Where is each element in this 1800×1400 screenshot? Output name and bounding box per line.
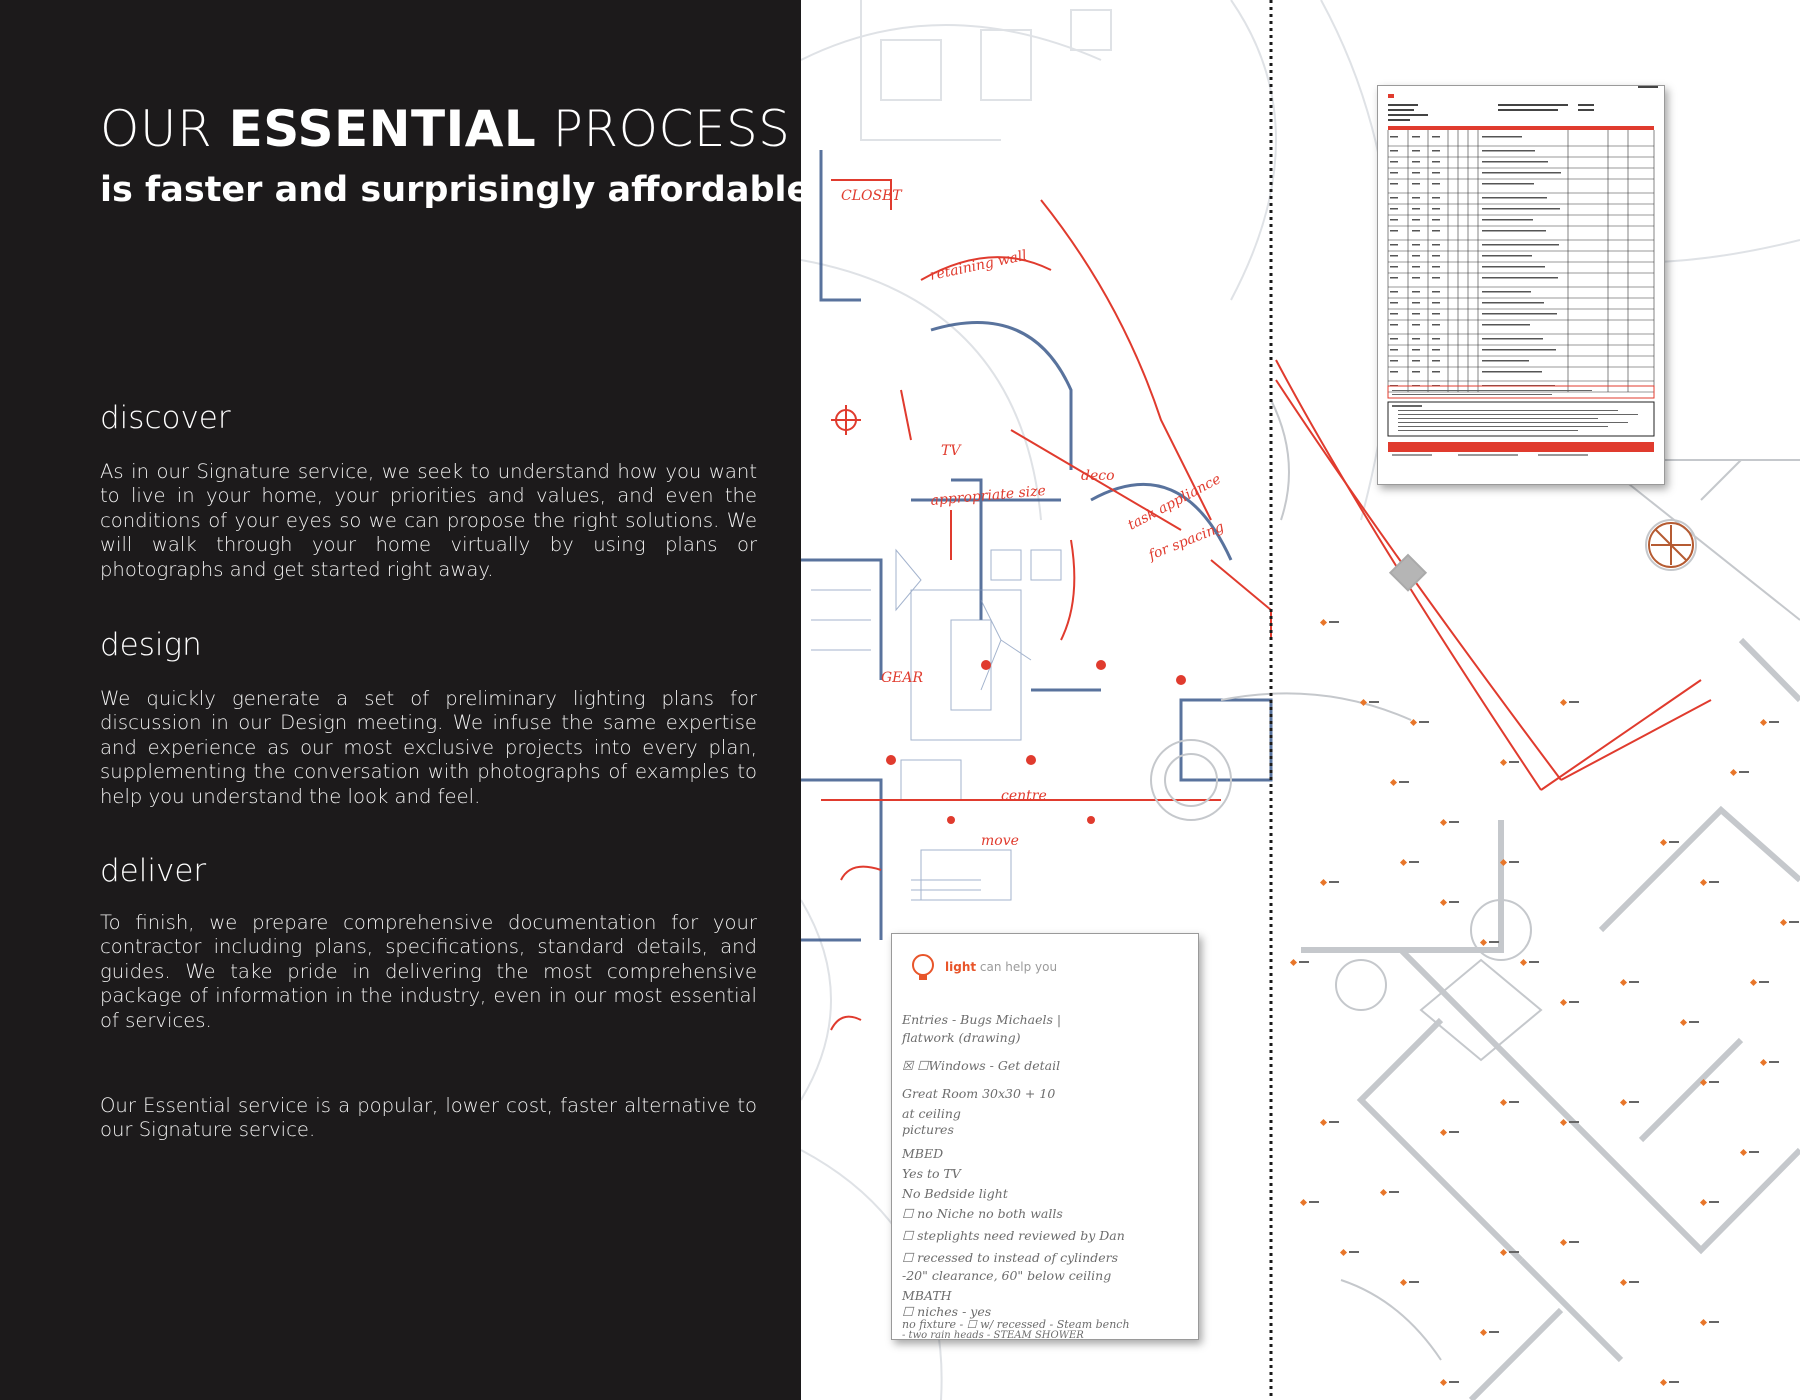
title-emphasis: ESSENTIAL xyxy=(228,100,537,158)
section-title-deliver: deliver xyxy=(100,853,207,889)
note-line: MBATH xyxy=(902,1288,952,1303)
fixture-marker xyxy=(1699,1318,1708,1327)
annotation-deco: deco xyxy=(1081,468,1115,484)
fixture-marker xyxy=(1439,1378,1448,1387)
closing-statement: Our Essential service is a popular, lowe… xyxy=(100,1094,757,1142)
fixture-marker xyxy=(1739,1148,1748,1157)
note-line: no fixture - ☐ w/ recessed - Steam bench xyxy=(902,1318,1130,1331)
fixture-marker xyxy=(1499,758,1508,767)
fixture-marker xyxy=(1659,838,1668,847)
fixture-marker xyxy=(1359,698,1368,707)
annotation-for-spacing: for spacing xyxy=(1146,519,1227,564)
section-body-deliver: To finish, we prepare comprehensive docu… xyxy=(100,911,757,1032)
fixture-marker xyxy=(1389,778,1398,787)
fixture-marker xyxy=(1439,818,1448,827)
fixture-marker xyxy=(1289,958,1298,967)
section-body-discover: As in our Signature service, we seek to … xyxy=(100,460,757,581)
annotation-tv: TV xyxy=(941,443,962,459)
fixture-marker xyxy=(1439,898,1448,907)
annotation-appropriate-size: appropriate size xyxy=(930,483,1047,509)
section-title-design: design xyxy=(100,627,202,663)
section-body-design: We quickly generate a set of preliminary… xyxy=(100,687,757,808)
fixture-marker xyxy=(1479,1328,1488,1337)
fixture-schedule-document xyxy=(1377,85,1665,485)
fixture-marker xyxy=(1619,1278,1628,1287)
fixture-marker xyxy=(1319,618,1328,627)
note-line: at ceiling xyxy=(902,1106,961,1121)
fixture-marker xyxy=(1779,918,1788,927)
fixture-marker xyxy=(1409,718,1418,727)
plans-collage: CLOSET retaining wall TV deco appropriat… xyxy=(801,0,1800,1400)
handwritten-notes-document: light can help you Entries - Bugs Michae… xyxy=(891,933,1199,1341)
section-title-discover: discover xyxy=(100,400,231,436)
fixture-marker xyxy=(1559,698,1568,707)
annotation-retaining-wall: retaining wall xyxy=(929,248,1029,284)
fixture-marker xyxy=(1339,1248,1348,1257)
fixture-marker xyxy=(1439,1128,1448,1137)
page-subtitle: is faster and surprisingly affordable xyxy=(100,170,811,210)
fixture-marker xyxy=(1499,1248,1508,1257)
note-line: Entries - Bugs Michaels | xyxy=(902,1012,1062,1027)
fixture-marker xyxy=(1319,878,1328,887)
schedule-table xyxy=(1387,86,1658,456)
annotation-centre: centre xyxy=(1001,788,1047,804)
fixture-markers xyxy=(1289,618,1799,1387)
note-line: ☐ recessed to instead of cylinders xyxy=(902,1250,1119,1265)
fixture-marker xyxy=(1299,1198,1308,1207)
lightbulb-icon xyxy=(912,954,934,980)
fixture-marker xyxy=(1679,1018,1688,1027)
fixture-marker xyxy=(1399,858,1408,867)
fixture-marker xyxy=(1499,1098,1508,1107)
note-line: ☐ niches - yes xyxy=(902,1304,992,1319)
fixture-marker xyxy=(1749,978,1758,987)
annotation-move: move xyxy=(981,833,1019,849)
note-line: Yes to TV xyxy=(902,1166,961,1181)
note-line: pictures xyxy=(902,1122,954,1137)
note-line: flatwork (drawing) xyxy=(902,1030,1021,1045)
left-text-panel: OUR ESSENTIAL PROCESS is faster and surp… xyxy=(0,0,810,1400)
floor-plan-drawing: CLOSET retaining wall TV deco appropriat… xyxy=(801,0,1800,1400)
note-line: -20" clearance, 60" below ceiling xyxy=(902,1268,1112,1283)
fixture-marker xyxy=(1559,1118,1568,1127)
fixture-marker xyxy=(1399,1278,1408,1287)
note-line: ☐ no Niche no both walls xyxy=(902,1206,1063,1221)
note-line: - two rain heads - STEAM SHOWER xyxy=(902,1330,1084,1341)
fixture-marker xyxy=(1699,878,1708,887)
fixture-marker xyxy=(1759,718,1768,727)
fixture-marker xyxy=(1479,938,1488,947)
note-line: MBED xyxy=(902,1146,944,1161)
annotation-closet: CLOSET xyxy=(841,188,903,204)
fixture-marker xyxy=(1659,1378,1668,1387)
fixture-marker xyxy=(1619,978,1628,987)
page-title: OUR ESSENTIAL PROCESS xyxy=(100,100,790,158)
title-suffix: PROCESS xyxy=(536,100,791,158)
fixture-marker xyxy=(1519,958,1528,967)
note-line: ☐ steplights need reviewed by Dan xyxy=(902,1228,1125,1243)
fixture-marker xyxy=(1619,1098,1628,1107)
note-line: No Bedside light xyxy=(902,1186,1008,1201)
fixture-marker xyxy=(1559,1238,1568,1247)
title-prefix: OUR xyxy=(100,100,229,158)
note-line: ☒ ☐Windows - Get detail xyxy=(902,1058,1061,1073)
note-line: Great Room 30x30 + 10 xyxy=(902,1086,1056,1101)
fixture-marker xyxy=(1559,998,1568,1007)
fixture-marker xyxy=(1699,1198,1708,1207)
brand-logo: light can help you xyxy=(945,960,1058,974)
fixture-marker xyxy=(1759,1058,1768,1067)
fixture-marker xyxy=(1729,768,1738,777)
fixture-marker xyxy=(1319,1118,1328,1127)
fixture-marker xyxy=(1379,1188,1388,1197)
annotation-gear: GEAR xyxy=(881,670,924,686)
